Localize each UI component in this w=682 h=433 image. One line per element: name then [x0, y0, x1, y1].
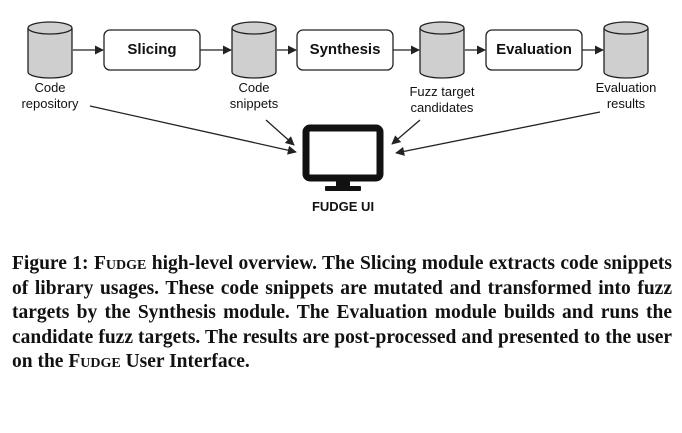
code-snippets-label-line1: Code [238, 80, 270, 95]
overview-diagram [27, 21, 649, 191]
evaluation-results-label-line2: results [606, 96, 646, 111]
fuzz-target-candidates-label-line1: Fuzz target [409, 84, 475, 99]
code-repository-label-line2: repository [21, 96, 79, 111]
fuzz-target-candidates-label-line2: candidates [410, 100, 474, 115]
caption-tool-name-2: Fudge [68, 351, 121, 372]
code-snippets-label: Code snippets [214, 80, 294, 112]
evaluation-results-label: Evaluation results [580, 80, 672, 112]
code-snippets-label-line2: snippets [229, 96, 279, 111]
evaluation-module-label: Evaluation [496, 41, 572, 58]
figure-caption: Figure 1: Fudge high-level overview. The… [12, 252, 672, 375]
fuzz-target-candidates-label: Fuzz target candidates [397, 84, 487, 116]
arrow-results-to-ui [395, 111, 601, 156]
caption-body-1: high-level overview. The Slicing module … [12, 253, 672, 372]
caption-body-2: User Interface. [120, 351, 250, 372]
slicing-module-label: Slicing [127, 41, 177, 58]
code-repository-label-line1: Code [34, 80, 66, 95]
arrow-snippets-to-ui [265, 119, 295, 146]
fudge-ui-label: FUDGE UI [311, 199, 375, 214]
code-repository-label: Code repository [10, 80, 90, 112]
caption-prefix: Figure 1: [12, 253, 94, 274]
arrow-repository-to-ui [89, 105, 297, 155]
arrow-candidates-to-ui [391, 119, 421, 145]
code-repository-cylinder [27, 21, 73, 79]
synthesis-module-label: Synthesis [309, 41, 381, 58]
code-snippets-cylinder [231, 21, 277, 79]
fuzz-target-candidates-cylinder [419, 21, 465, 79]
evaluation-results-label-line1: Evaluation [595, 80, 657, 95]
monitor-icon [302, 124, 384, 191]
caption-tool-name: Fudge [93, 253, 147, 274]
evaluation-results-cylinder [603, 21, 649, 79]
